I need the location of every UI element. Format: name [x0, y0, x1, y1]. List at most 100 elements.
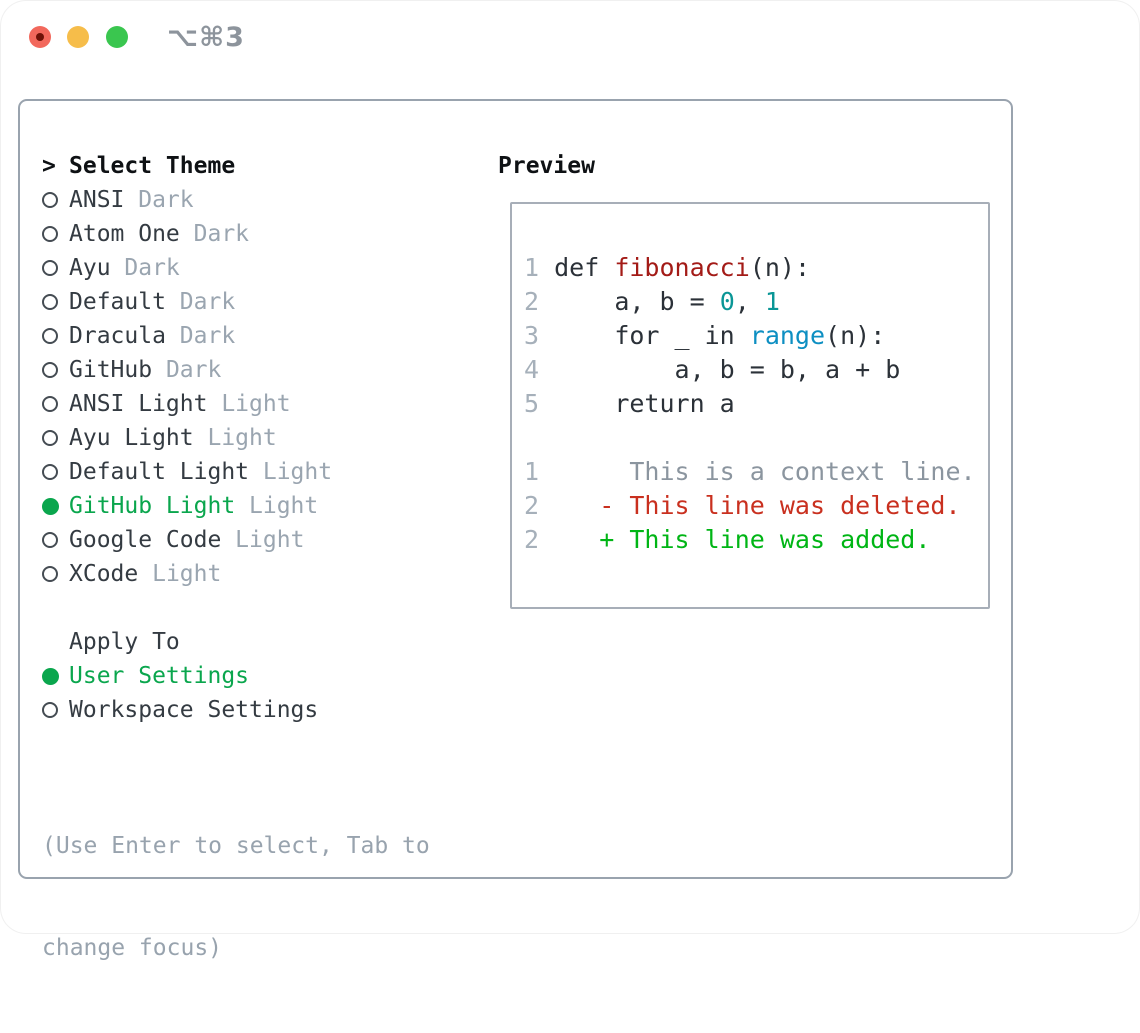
option-variant-label: Dark [152, 357, 222, 383]
option-variant-label: Dark [124, 187, 194, 213]
preview-code-line: 4 a, b = b, a + b [524, 353, 976, 387]
radio-unselected-icon [42, 430, 69, 446]
preview-title: Preview [498, 153, 595, 179]
radio-unselected-icon [42, 566, 69, 582]
radio-unselected-icon [42, 464, 69, 480]
option-label: GitHub Light [69, 493, 236, 519]
code-segment: This is a context line. [539, 457, 976, 486]
radio-unselected-icon [42, 226, 69, 242]
theme-option-atom-one[interactable]: Atom One Dark [42, 217, 482, 251]
filled-circle-icon [42, 497, 59, 515]
line-number: 5 [524, 389, 540, 418]
hollow-circle-icon [42, 566, 58, 582]
hollow-circle-icon [42, 328, 58, 344]
line-number: 2 [524, 491, 540, 520]
option-label: Atom One [69, 221, 180, 247]
prompt-icon: > [42, 153, 56, 179]
line-number: 4 [524, 355, 540, 384]
code-segment: a, b = b, a + b [539, 355, 901, 384]
theme-option-default[interactable]: Default Dark [42, 285, 482, 319]
option-variant-label: Light [138, 561, 222, 587]
option-label: Default Light [69, 459, 250, 485]
code-segment: (n): [749, 253, 811, 282]
preview-code-line: 1 This is a context line. [524, 455, 976, 489]
preview-code-line: 1 def fibonacci(n): [524, 251, 976, 285]
theme-option-ayu-light[interactable]: Ayu Light Light [42, 421, 482, 455]
radio-selected-icon [42, 667, 69, 685]
select-theme-header: > Select Theme [42, 149, 482, 183]
hollow-circle-icon [42, 362, 58, 378]
apply-option-user-settings[interactable]: User Settings [42, 659, 482, 693]
spacer [42, 727, 482, 761]
minimize-button[interactable] [67, 26, 89, 48]
option-label: Workspace Settings [69, 697, 319, 723]
theme-option-ayu[interactable]: Ayu Dark [42, 251, 482, 285]
radio-unselected-icon [42, 260, 69, 276]
radio-unselected-icon [42, 192, 69, 208]
theme-option-dracula[interactable]: Dracula Dark [42, 319, 482, 353]
select-theme-title: Select Theme [69, 153, 236, 179]
code-segment: - This line was deleted. [539, 491, 961, 520]
option-label: Default [69, 289, 166, 315]
radio-unselected-icon [42, 328, 69, 344]
code-segment: fibonacci [614, 253, 750, 282]
option-label: User Settings [69, 663, 250, 689]
option-label: ANSI [69, 187, 125, 213]
line-number: 3 [524, 321, 540, 350]
option-label: XCode [69, 561, 139, 587]
theme-option-github[interactable]: GitHub Dark [42, 353, 482, 387]
option-label: Google Code [69, 527, 222, 553]
theme-option-xcode[interactable]: XCode Light [42, 557, 482, 591]
code-segment: return a [539, 389, 735, 418]
hollow-circle-icon [42, 464, 58, 480]
option-label: GitHub [69, 357, 153, 383]
theme-option-google-code[interactable]: Google Code Light [42, 523, 482, 557]
code-segment: def [539, 253, 615, 282]
spacer [42, 591, 482, 625]
option-variant-label: Dark [179, 221, 250, 247]
code-segment: range [749, 321, 826, 350]
apply-option-workspace-settings[interactable]: Workspace Settings [42, 693, 482, 727]
hollow-circle-icon [42, 294, 58, 310]
radio-selected-icon [42, 497, 69, 515]
code-segment: 0 [719, 287, 735, 316]
hint-line-2: change focus) [42, 935, 223, 961]
zoom-button[interactable] [106, 26, 128, 48]
radio-unselected-icon [42, 532, 69, 548]
code-segment: a, b = [539, 287, 720, 316]
option-variant-label: Dark [165, 289, 236, 315]
code-segment: (n): [825, 321, 886, 350]
hollow-circle-icon [42, 702, 58, 718]
apply-to-header: Apply To [42, 625, 482, 659]
preview-code-line: 5 return a [524, 387, 976, 421]
apply-to-title: Apply To [69, 629, 180, 655]
close-button[interactable] [29, 26, 51, 48]
preview-blank-line [524, 421, 976, 455]
code-segment: 1 [764, 287, 780, 316]
record-dot-icon [36, 33, 44, 41]
hollow-circle-icon [42, 226, 58, 242]
hollow-circle-icon [42, 532, 58, 548]
radio-unselected-icon [42, 702, 69, 718]
hollow-circle-icon [42, 396, 58, 412]
hint-text: (Use Enter to select, Tab to change focu… [42, 761, 482, 1033]
preview-column: Preview 1 def fibonacci(n):2 a, b = 0, 1… [498, 149, 990, 609]
hint-line-1: (Use Enter to select, Tab to [42, 833, 430, 859]
preview-code-line: 3 for _ in range(n): [524, 319, 976, 353]
radio-unselected-icon [42, 396, 69, 412]
option-variant-label: Dark [110, 255, 180, 281]
theme-option-github-light[interactable]: GitHub Light Light [42, 489, 482, 523]
theme-option-ansi-light[interactable]: ANSI Light Light [42, 387, 482, 421]
option-label: ANSI Light [69, 391, 208, 417]
theme-option-ansi[interactable]: ANSI Dark [42, 183, 482, 217]
line-number: 2 [524, 525, 540, 554]
option-label: Dracula [69, 323, 166, 349]
theme-option-default-light[interactable]: Default Light Light [42, 455, 482, 489]
line-number: 1 [524, 457, 540, 486]
preview-code-line: 2 a, b = 0, 1 [524, 285, 976, 319]
hollow-circle-icon [42, 430, 58, 446]
